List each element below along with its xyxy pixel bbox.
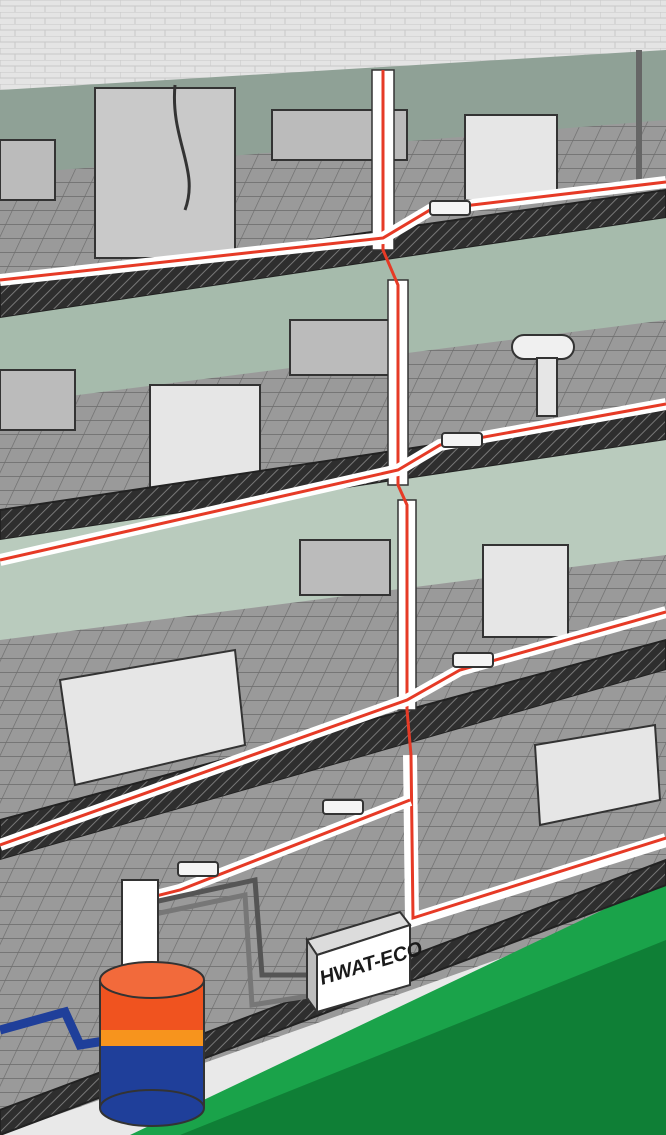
- trace-controller: [430, 201, 470, 215]
- hospital-bed: [300, 540, 390, 595]
- trace-controller: [442, 433, 482, 447]
- vanity-unit: [483, 545, 568, 637]
- trace-controller: [178, 862, 218, 876]
- vanity-unit: [465, 115, 557, 200]
- hospital-bed: [0, 370, 75, 430]
- shower-cubicle: [95, 88, 235, 258]
- hospital-bed: [290, 320, 390, 375]
- pedestal-basin: [512, 335, 574, 359]
- hospital-bed: [0, 140, 55, 200]
- trace-controller: [323, 800, 363, 814]
- trace-controller: [453, 653, 493, 667]
